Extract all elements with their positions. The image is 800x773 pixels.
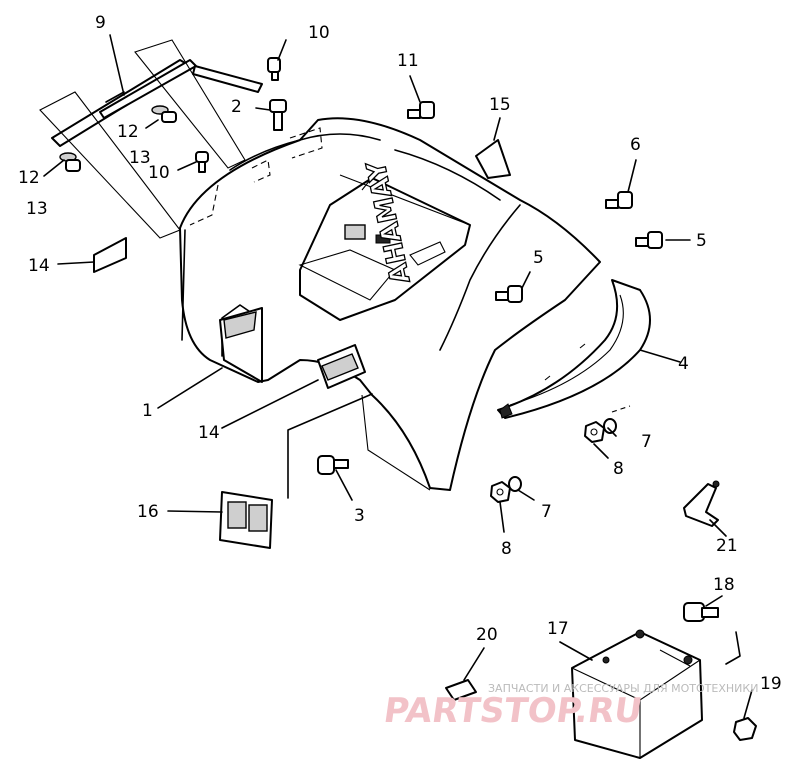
callout-20: 20 <box>476 625 498 645</box>
label-14 <box>93 237 127 273</box>
label-15 <box>475 139 511 179</box>
callout-3: 3 <box>354 506 365 526</box>
callout-7-right: 7 <box>641 432 652 452</box>
callout-14-center: 14 <box>198 423 220 443</box>
clip-21 <box>683 480 720 527</box>
tool-box-17 <box>571 629 703 759</box>
pad-20 <box>445 679 477 701</box>
callout-10-lower: 10 <box>148 163 170 183</box>
leader-lines <box>43 34 753 719</box>
mudflap-strip-group <box>39 39 263 239</box>
callout-5-center: 5 <box>533 248 544 268</box>
callout-18: 18 <box>713 575 735 595</box>
washer-7-right <box>603 418 617 434</box>
bolt-3 <box>317 455 349 475</box>
bolt-10-lower <box>195 151 209 173</box>
callout-19: 19 <box>760 674 782 694</box>
screw-12-upper <box>151 105 177 123</box>
callout-14-left: 14 <box>28 256 50 276</box>
bolt-11 <box>407 101 435 119</box>
watermark-tagline: ЗАПЧАСТИ И АКСЕССУАРЫ ДЛЯ МОТОТЕХНИКИ <box>488 682 758 695</box>
callout-8-left: 8 <box>501 539 512 559</box>
watermark: ЗАПЧАСТИ И АКСЕССУАРЫ ДЛЯ МОТОТЕХНИКИ PA… <box>381 682 758 731</box>
callout-4: 4 <box>678 354 689 374</box>
callout-13-upper: 13 <box>129 148 151 168</box>
callout-labels: 9 10 2 11 15 12 13 10 12 13 6 5 5 14 4 1… <box>18 13 782 694</box>
washer-7-left <box>508 476 522 492</box>
callout-12-lower: 12 <box>18 168 40 188</box>
bolt-18 <box>683 602 719 622</box>
callout-7-left: 7 <box>541 502 552 522</box>
callout-15: 15 <box>489 95 511 115</box>
callout-6: 6 <box>630 135 641 155</box>
nut-8-left <box>490 481 511 503</box>
rear-fender-body <box>179 117 601 491</box>
callout-1: 1 <box>142 401 153 421</box>
watermark-logo: PARTSTOP.RU <box>381 691 644 731</box>
bolt-6 <box>605 191 633 209</box>
side-panel-4 <box>497 279 651 419</box>
bolt-5-center <box>495 285 523 303</box>
bolt-2 <box>269 99 287 131</box>
callout-2: 2 <box>231 97 242 117</box>
callout-16: 16 <box>137 502 159 522</box>
bolt-5-right <box>635 231 663 249</box>
callout-13-lower: 13 <box>26 199 48 219</box>
callout-21: 21 <box>716 536 738 556</box>
nut-8-right <box>584 421 605 443</box>
screw-12-lower <box>59 152 81 172</box>
callout-11: 11 <box>397 51 419 71</box>
reflector-16 <box>219 491 273 549</box>
callout-17: 17 <box>547 619 569 639</box>
callout-8-right: 8 <box>613 459 624 479</box>
callout-9: 9 <box>95 13 106 33</box>
nut-19 <box>733 717 757 741</box>
callout-12-upper: 12 <box>117 122 139 142</box>
callout-5-right: 5 <box>696 231 707 251</box>
callout-10-top: 10 <box>308 23 330 43</box>
bolt-10-top <box>267 57 281 81</box>
